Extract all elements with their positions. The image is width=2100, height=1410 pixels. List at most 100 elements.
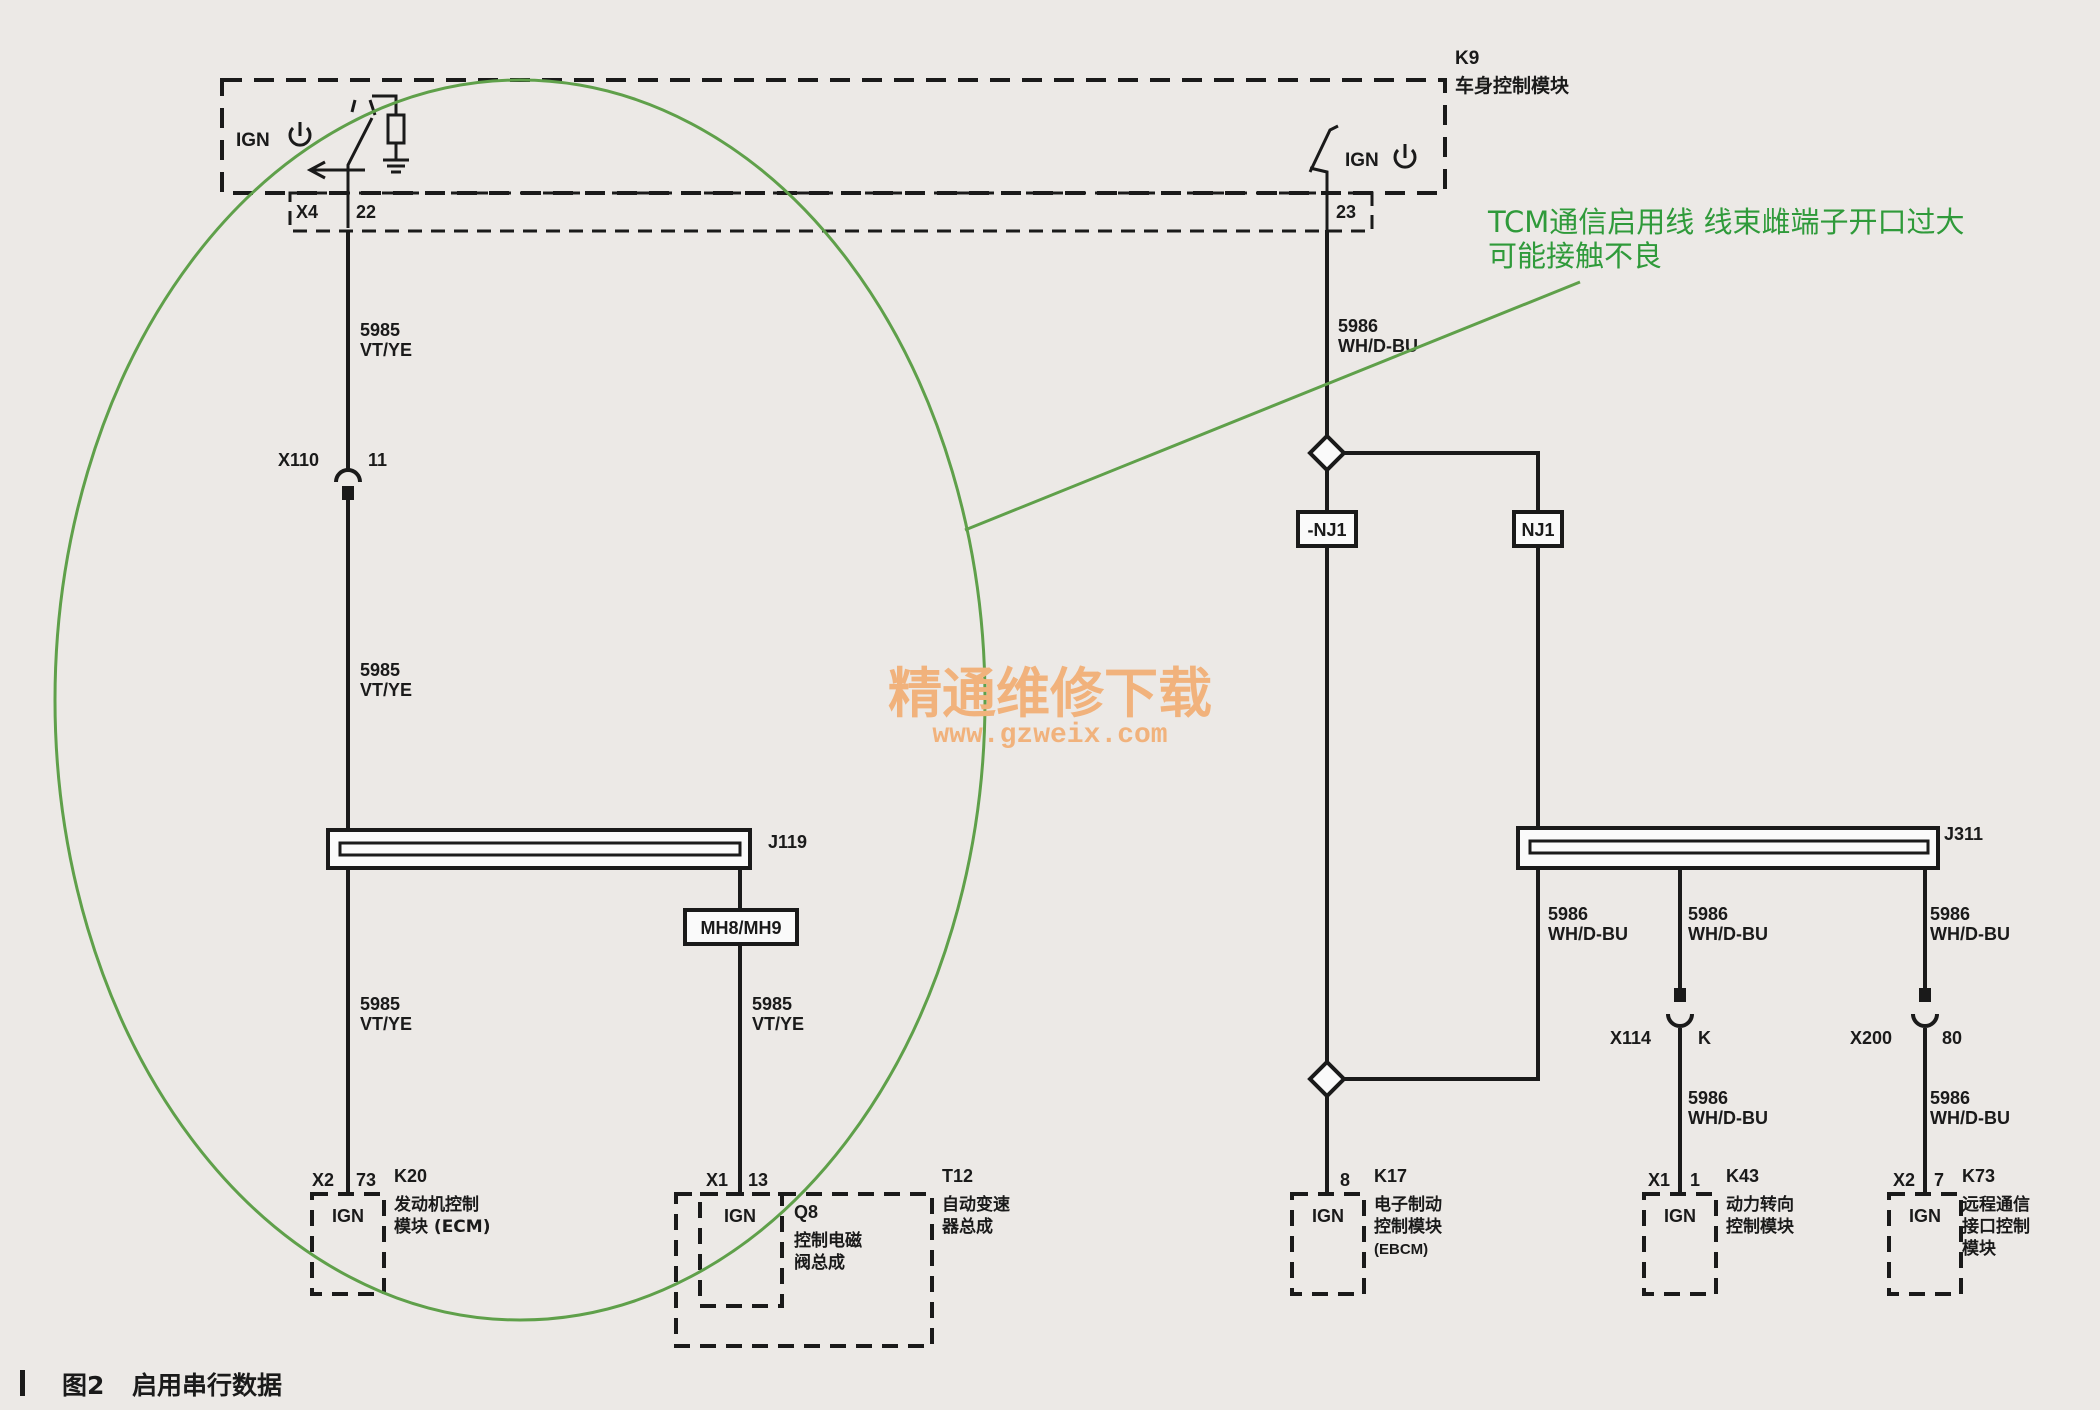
k73-name: 远程通信 — [1962, 1194, 2030, 1215]
caption-marker — [20, 1370, 25, 1396]
q8-name: 控制电磁 — [794, 1230, 862, 1251]
wire-label-circuit: 5986 — [1688, 1088, 1728, 1108]
wire-label-color: VT/YE — [360, 1014, 412, 1034]
circuit-5985 — [346, 230, 742, 1170]
k9-ign-right: IGN — [1345, 150, 1379, 171]
k73-ign: IGN — [1909, 1206, 1941, 1226]
annotation-leader-line — [964, 280, 1581, 532]
nj1-left-box — [1296, 510, 1358, 548]
wire-label-color: WH/D-BU — [1688, 924, 1768, 944]
nj1-right-label: NJ1 — [1521, 520, 1554, 540]
wire-label-color: WH/D-BU — [1688, 1108, 1768, 1128]
k9-name: 车身控制模块 — [1455, 74, 1570, 97]
watermark-url: www.gzweix.com — [932, 720, 1167, 751]
wire-label-circuit: 5986 — [1930, 904, 1970, 924]
x200-pin: 80 — [1942, 1028, 1962, 1048]
k73-pin: 7 — [1934, 1170, 1944, 1190]
k43-ign: IGN — [1664, 1206, 1696, 1226]
k20-ign: IGN — [332, 1206, 364, 1226]
k43-pin: 1 — [1690, 1170, 1700, 1190]
wire-label-circuit: 5985 — [360, 320, 400, 340]
k73-conn: X2 — [1893, 1170, 1915, 1190]
x114-pin: K — [1698, 1028, 1711, 1048]
annotation-text: TCM通信启用线 线束雌端子开口过大 — [1487, 205, 1965, 239]
wire-label-circuit: 5986 — [1688, 904, 1728, 924]
t12-pin: 13 — [748, 1170, 768, 1190]
k20-name: 模块 (ECM) — [394, 1216, 490, 1237]
x4-connector-box — [288, 191, 1374, 233]
wire-label-circuit: 5985 — [360, 994, 400, 1014]
k9-module — [220, 78, 1447, 233]
t12-name: 自动变速 — [942, 1194, 1010, 1215]
k73-name: 接口控制 — [1962, 1216, 2030, 1237]
k73-name: 模块 — [1962, 1238, 1997, 1259]
caption-title: 启用串行数据 — [132, 1371, 282, 1400]
k17-name: 控制模块 — [1374, 1216, 1443, 1237]
k17-id: K17 — [1374, 1166, 1407, 1186]
power-icon — [1393, 144, 1417, 169]
t12-id: T12 — [942, 1166, 973, 1186]
k17-name: 电子制动 — [1374, 1194, 1442, 1215]
k43-id: K43 — [1726, 1166, 1759, 1186]
pin-22: 22 — [356, 202, 376, 222]
k43-name: 控制模块 — [1726, 1216, 1795, 1237]
k9-id: K9 — [1455, 48, 1479, 69]
power-icon — [288, 122, 312, 147]
wire-label-circuit: 5986 — [1548, 904, 1588, 924]
k17-name: (EBCM) — [1374, 1241, 1428, 1258]
x200-connector — [1911, 988, 1939, 1028]
x114-label: X114 — [1610, 1028, 1651, 1048]
x110-connector — [334, 468, 362, 500]
k20-name: 发动机控制 — [393, 1194, 479, 1215]
x110-pin: 11 — [368, 450, 387, 470]
k43-conn: X1 — [1648, 1170, 1670, 1190]
wire-label-color: WH/D-BU — [1338, 336, 1418, 356]
watermark-title: 精通维修下载 — [888, 661, 1212, 725]
k9-left-arrow — [306, 160, 365, 180]
k17-ign: IGN — [1312, 1206, 1344, 1226]
wire-label-color: VT/YE — [752, 1014, 804, 1034]
highlight-ellipse — [53, 78, 987, 1322]
wire-label-circuit: 5986 — [1338, 316, 1378, 336]
j119-label: J119 — [768, 832, 807, 852]
t12-name: 器总成 — [941, 1216, 993, 1237]
wire-label-circuit: 5985 — [360, 660, 400, 680]
k9-right-switch — [1308, 124, 1339, 230]
x200-label: X200 — [1850, 1028, 1892, 1048]
j311-label: J311 — [1944, 824, 1983, 844]
j311-splice — [1516, 826, 1940, 870]
t12-module-box — [674, 1192, 934, 1348]
nj1-right-box — [1512, 510, 1564, 548]
q8-ign: IGN — [724, 1206, 756, 1226]
wire-label-circuit: 5985 — [752, 994, 792, 1014]
mh-label: MH8/MH9 — [700, 918, 781, 938]
k17-pin: 8 — [1340, 1170, 1350, 1190]
k20-id: K20 — [394, 1166, 427, 1186]
mh-connector-box — [683, 908, 799, 946]
splice-diamond — [1307, 433, 1347, 1099]
wire-label-color: VT/YE — [360, 680, 412, 700]
annotation-text: 可能接触不良 — [1488, 239, 1662, 273]
q8-id: Q8 — [794, 1202, 818, 1222]
k9-ign-left: IGN — [236, 130, 270, 151]
wire-label-circuit: 5986 — [1930, 1088, 1970, 1108]
nj1-left-label: -NJ1 — [1307, 520, 1346, 540]
k43-name: 动力转向 — [1726, 1194, 1794, 1215]
wire-label-color: WH/D-BU — [1548, 924, 1628, 944]
k20-conn: X2 — [312, 1170, 334, 1190]
wire-label-color: WH/D-BU — [1930, 1108, 2010, 1128]
k9-module-box — [220, 78, 1447, 195]
x110-label: X110 — [278, 450, 319, 470]
x4-label: X4 — [296, 202, 318, 222]
wire-label-color: VT/YE — [360, 340, 412, 360]
wire-label-color: WH/D-BU — [1930, 924, 2010, 944]
t12-conn: X1 — [706, 1170, 728, 1190]
k73-id: K73 — [1962, 1166, 1995, 1186]
caption-fig: 图2 — [62, 1371, 104, 1400]
k9-pullup-resistor — [372, 94, 409, 174]
pin-23: 23 — [1336, 202, 1356, 222]
x114-connector — [1666, 988, 1694, 1028]
j119-splice — [326, 828, 752, 870]
